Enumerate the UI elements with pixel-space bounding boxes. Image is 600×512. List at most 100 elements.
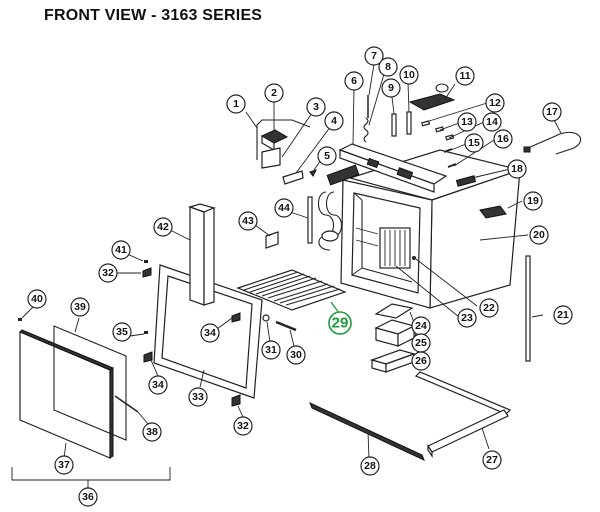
callout-32a[interactable]: 32	[98, 263, 118, 283]
callout-32b-label: 32	[237, 420, 249, 432]
part-34b-hinge	[143, 351, 153, 363]
part-43-bracket	[265, 231, 279, 249]
callout-17[interactable]: 17	[542, 102, 562, 122]
callout-9-label: 9	[388, 82, 394, 94]
callout-5[interactable]: 5	[317, 146, 337, 166]
callout-11-label: 11	[459, 70, 470, 82]
part-34a-hinge	[231, 312, 241, 323]
callout-34a[interactable]: 34	[200, 323, 220, 343]
part-35-screw	[144, 331, 148, 334]
callout-41[interactable]: 41	[111, 240, 131, 260]
callout-23[interactable]: 23	[457, 308, 477, 328]
callout-1[interactable]: 1	[226, 94, 246, 114]
callout-22[interactable]: 22	[479, 298, 499, 318]
callout-33[interactable]: 33	[188, 387, 208, 407]
callout-18-label: 18	[511, 163, 523, 175]
callout-10-label: 10	[403, 69, 415, 81]
callout-11[interactable]: 11	[455, 66, 475, 86]
callout-25[interactable]: 25	[411, 333, 431, 353]
callout-21-label: 21	[557, 309, 569, 321]
part-27-base-frame	[414, 371, 512, 458]
callout-6-label: 6	[351, 75, 357, 87]
callout-9[interactable]: 9	[381, 78, 401, 98]
callout-17-label: 17	[546, 106, 558, 118]
callout-37[interactable]: 37	[54, 455, 74, 475]
part-12-clip	[421, 120, 431, 127]
callout-34b-label: 34	[152, 379, 164, 391]
callout-27[interactable]: 27	[482, 450, 502, 470]
callout-41-label: 41	[115, 244, 127, 256]
part-29-wire-shelf	[236, 269, 347, 311]
callout-39[interactable]: 39	[70, 297, 90, 317]
callout-36-label: 36	[82, 491, 94, 503]
callout-4[interactable]: 4	[324, 111, 344, 131]
callout-34a-label: 34	[204, 327, 216, 339]
callout-19[interactable]: 19	[523, 191, 543, 211]
control-rail	[338, 143, 448, 193]
callout-30[interactable]: 30	[286, 345, 306, 365]
callout-12-label: 12	[489, 97, 501, 109]
callout-13[interactable]: 13	[457, 112, 477, 132]
part-1-wire	[256, 119, 311, 160]
callout-20[interactable]: 20	[529, 225, 549, 245]
part-30-rod	[275, 320, 297, 332]
callout-6[interactable]: 6	[344, 71, 364, 91]
part-41-screw	[144, 260, 148, 263]
callout-5-label: 5	[324, 150, 330, 162]
callout-14[interactable]: 14	[482, 112, 502, 132]
callout-23-label: 23	[461, 312, 473, 324]
callout-28-label: 28	[364, 460, 376, 472]
callout-32b[interactable]: 32	[233, 416, 253, 436]
callout-28[interactable]: 28	[360, 456, 380, 476]
callout-31[interactable]: 31	[261, 340, 281, 360]
callout-42[interactable]: 42	[153, 217, 173, 237]
part-28-strip	[309, 402, 425, 461]
part-32a-hinge	[142, 267, 152, 278]
callout-35[interactable]: 35	[112, 322, 132, 342]
callout-20-label: 20	[533, 229, 545, 241]
callout-36[interactable]: 36	[78, 487, 98, 507]
part-16-screw	[447, 163, 457, 168]
callout-8-label: 8	[385, 61, 391, 73]
part-2-fan	[260, 129, 289, 152]
part-42-vertical-bracket	[188, 203, 216, 306]
part-17-power-cord	[523, 131, 582, 155]
part-10-bracket	[406, 111, 412, 135]
part-5-screw	[309, 169, 317, 177]
callout-24[interactable]: 24	[411, 316, 431, 336]
callout-7[interactable]: 7	[364, 46, 384, 66]
callout-2[interactable]: 2	[264, 83, 284, 103]
part-32b-hinge	[231, 394, 241, 407]
part-37-door-panel	[19, 329, 115, 459]
callout-40[interactable]: 40	[27, 289, 47, 309]
callout-37-label: 37	[58, 459, 70, 471]
callout-10[interactable]: 10	[399, 65, 419, 85]
callout-3[interactable]: 3	[306, 97, 326, 117]
callout-1-label: 1	[233, 98, 239, 110]
callout-15-label: 15	[468, 137, 480, 149]
callout-33-label: 33	[192, 391, 204, 403]
callout-43[interactable]: 43	[238, 211, 258, 231]
part-15-screw	[443, 148, 453, 153]
callout-22-label: 22	[483, 302, 495, 314]
callout-8[interactable]: 8	[378, 57, 398, 77]
part-38-handle	[114, 395, 139, 413]
part-22-screw	[412, 256, 416, 260]
callout-21[interactable]: 21	[553, 305, 573, 325]
callout-34b[interactable]: 34	[148, 375, 168, 395]
callout-15[interactable]: 15	[464, 133, 484, 153]
cabinet-body	[340, 149, 523, 309]
callout-29[interactable]: 29	[328, 311, 352, 335]
callout-29-label: 29	[332, 315, 349, 332]
callout-16-label: 16	[497, 133, 509, 145]
callout-16[interactable]: 16	[493, 129, 513, 149]
callout-38[interactable]: 38	[142, 422, 162, 442]
callout-26[interactable]: 26	[411, 351, 431, 371]
callouts: 1 2 3 4 5 6 7 8 9 10 11 12 13 14 15 16 1…	[27, 46, 573, 507]
callout-44[interactable]: 44	[274, 198, 294, 218]
callout-18[interactable]: 18	[507, 159, 527, 179]
part-31-knob	[262, 314, 270, 322]
callout-12[interactable]: 12	[485, 93, 505, 113]
callout-32a-label: 32	[102, 267, 114, 279]
part-39-gasket	[53, 325, 127, 441]
